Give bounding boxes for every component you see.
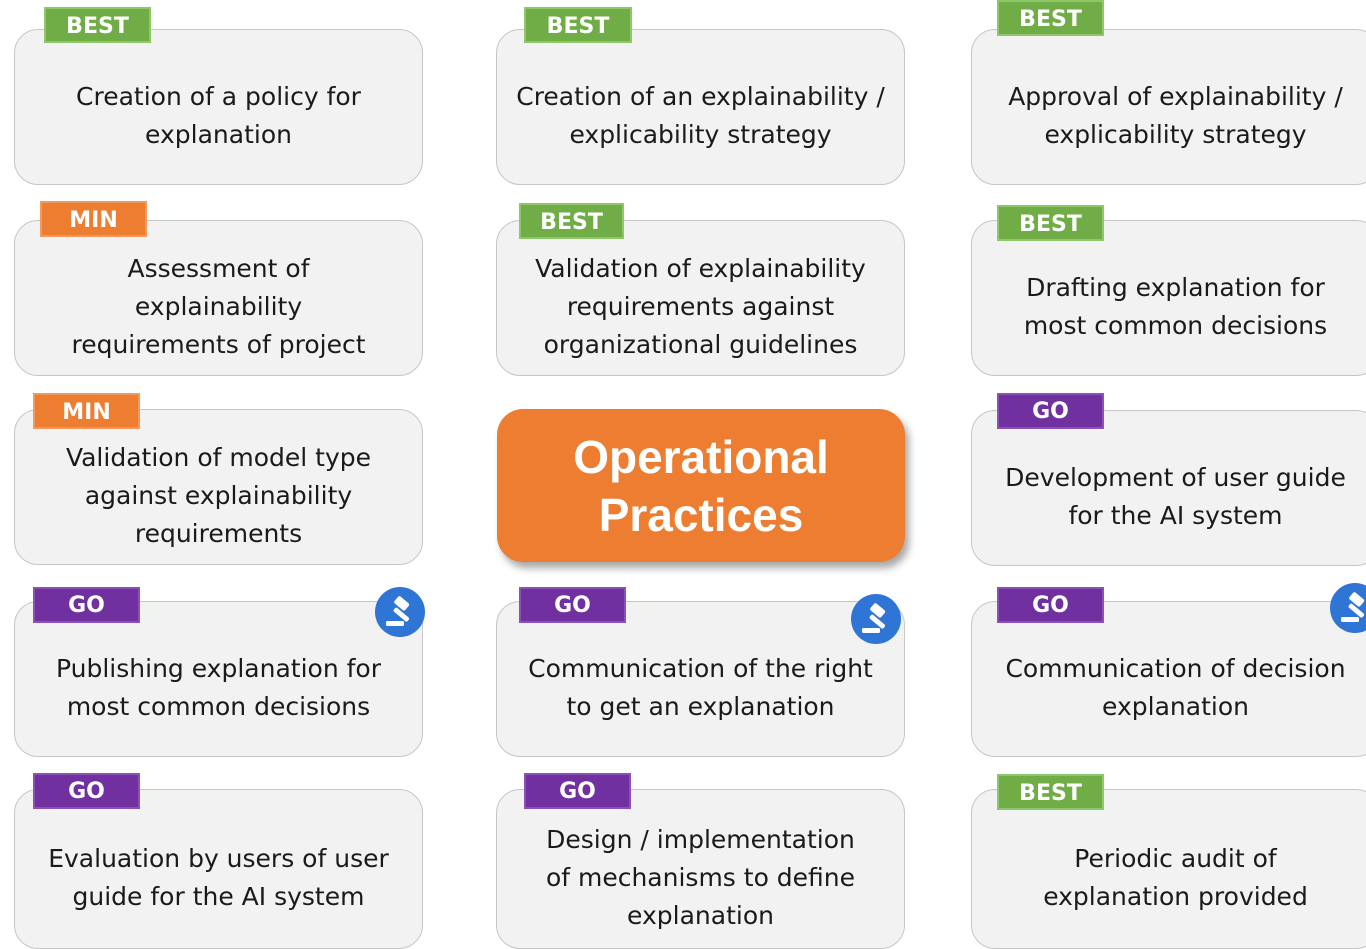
practice-card: Approval of explainability / explicabili…	[971, 29, 1366, 185]
practice-text: Creation of an explainability / explicab…	[516, 82, 885, 149]
practice-text: Communication of the right to get an exp…	[528, 654, 873, 721]
best-badge: BEST	[44, 7, 151, 43]
practice-card: Validation of model type against explain…	[14, 409, 423, 565]
practice-card: Development of user guide for the AI sys…	[971, 410, 1366, 566]
practice-text: Validation of model type against explain…	[65, 443, 372, 548]
practice-text: Publishing explanation for most common d…	[56, 654, 381, 721]
practice-text: Development of user guide for the AI sys…	[1005, 463, 1346, 530]
good-badge: GOOD	[33, 773, 140, 809]
practice-card: Publishing explanation for most common d…	[14, 601, 423, 757]
good-badge: GOOD	[997, 587, 1104, 623]
practice-text: Periodic audit of explanation provided	[1043, 844, 1308, 911]
practice-card: Communication of the right to get an exp…	[496, 601, 905, 757]
min-badge: MIN	[33, 393, 140, 429]
good-badge: GOOD	[997, 393, 1104, 429]
good-badge: GOOD	[524, 773, 631, 809]
practice-text: Evaluation by users of user guide for th…	[48, 844, 389, 911]
gavel-icon	[375, 587, 425, 637]
gavel-icon	[1330, 583, 1366, 633]
practice-card: Communication of decision explanation	[971, 601, 1366, 757]
best-badge: BEST	[519, 203, 624, 239]
good-badge: GOOD	[519, 587, 626, 623]
gavel-icon-graphic	[1341, 592, 1365, 622]
best-badge: BEST	[997, 774, 1104, 810]
best-badge: BEST	[997, 205, 1104, 241]
practice-text: Assessment of explainability requirement…	[71, 254, 366, 359]
practice-card: Creation of an explainability / explicab…	[496, 29, 905, 185]
best-badge: BEST	[524, 7, 632, 43]
gavel-icon-graphic	[386, 596, 410, 626]
min-badge: MIN	[40, 201, 147, 237]
good-badge: GOOD	[33, 587, 140, 623]
practice-text: Creation of a policy for explanation	[76, 82, 361, 149]
gavel-icon	[851, 594, 901, 644]
practice-text: Design / implementation of mechanisms to…	[545, 825, 856, 930]
best-badge: BEST	[997, 0, 1104, 36]
center-title-text: Operational Practices	[573, 430, 829, 541]
practice-card: Assessment of explainability requirement…	[14, 220, 423, 376]
practice-card: Validation of explainability requirement…	[496, 220, 905, 376]
practice-text: Drafting explanation for most common dec…	[1023, 273, 1328, 340]
gavel-icon-graphic	[862, 603, 886, 633]
practice-card: Design / implementation of mechanisms to…	[496, 789, 905, 949]
practice-text: Validation of explainability requirement…	[535, 254, 866, 359]
practice-card: Periodic audit of explanation provided	[971, 789, 1366, 949]
operational-practices-title: Operational Practices	[497, 409, 905, 562]
practice-text: Communication of decision explanation	[1005, 654, 1346, 721]
practice-card: Drafting explanation for most common dec…	[971, 220, 1366, 376]
practice-text: Approval of explainability / explicabili…	[1008, 82, 1343, 149]
practice-card: Creation of a policy for explanation	[14, 29, 423, 185]
practice-card: Evaluation by users of user guide for th…	[14, 789, 423, 949]
